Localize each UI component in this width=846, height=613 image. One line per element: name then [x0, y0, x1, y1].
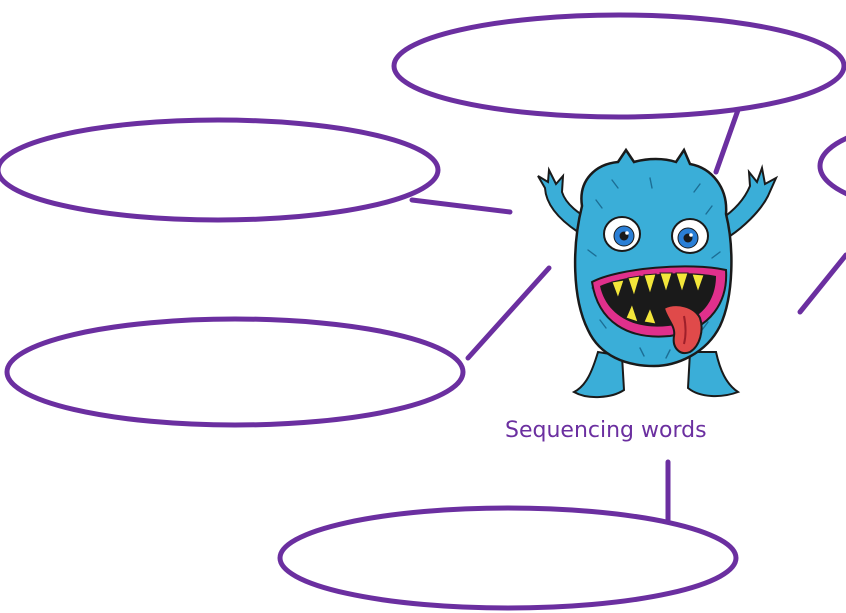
center-label: Sequencing words [505, 418, 707, 443]
connector-upper-right [797, 252, 846, 315]
bubble-top[interactable] [391, 12, 846, 120]
bubble-upper-right[interactable] [817, 121, 846, 211]
connector-lower-left [465, 265, 552, 361]
connector-top [713, 107, 741, 175]
bubble-lower-left[interactable] [4, 316, 466, 428]
connector-upper-left [409, 197, 513, 215]
bubble-upper-left[interactable] [0, 117, 441, 223]
monster-image [537, 147, 779, 398]
bubble-bottom[interactable] [277, 505, 739, 611]
